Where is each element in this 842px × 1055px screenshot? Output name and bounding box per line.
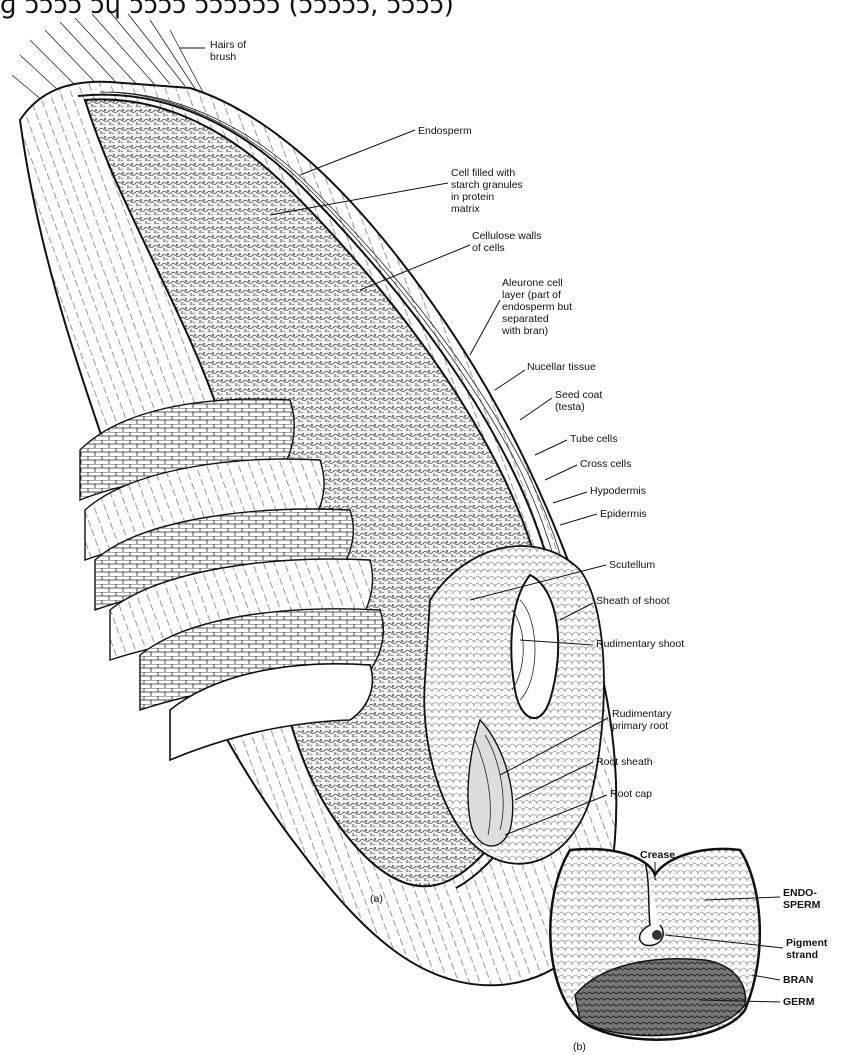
label-endo: ENDO-SPERM <box>783 887 821 911</box>
label-line: Rudimentary shoot <box>596 638 684 650</box>
label-line: brush <box>210 51 236 63</box>
label-line: Epidermis <box>600 508 647 520</box>
label-line: BRAN <box>783 974 813 986</box>
label-line: Nucellar tissue <box>527 361 596 373</box>
label-line: separated <box>502 313 549 325</box>
label-line: with bran) <box>501 325 548 337</box>
label-line: Sheath of shoot <box>596 595 670 607</box>
label-nucellar: Nucellar tissue <box>527 361 596 373</box>
label-bran: BRAN <box>783 974 813 986</box>
label-line: of cells <box>472 242 505 254</box>
label-line: starch granules <box>451 179 523 191</box>
label-endosperm: Endosperm <box>418 125 472 137</box>
label-line: Aleurone cell <box>502 277 563 289</box>
label-line: Rudimentary <box>612 708 672 720</box>
label-sheath-shoot: Sheath of shoot <box>596 595 670 607</box>
label-line: GERM <box>783 996 815 1008</box>
label-line: Endosperm <box>418 125 472 137</box>
label-root-cap: Root cap <box>610 788 652 800</box>
label-line: strand <box>786 949 818 961</box>
label-line: Root cap <box>610 788 652 800</box>
panel-label-a: (a) <box>370 893 383 905</box>
label-line: endosperm but <box>502 301 572 313</box>
label-line: Pigment <box>786 937 828 949</box>
germ-embryo <box>424 546 604 864</box>
label-line: (testa) <box>555 401 585 413</box>
label-line: SPERM <box>783 899 821 911</box>
label-root-sheath: Root sheath <box>596 756 653 768</box>
label-germ: GERM <box>783 996 815 1008</box>
label-line: layer (part of <box>502 289 561 301</box>
label-crease: Crease <box>640 849 675 861</box>
label-line: matrix <box>451 203 480 215</box>
label-cross-cells: Cross cells <box>580 458 631 470</box>
label-line: Cell filled with <box>451 167 515 179</box>
label-line: Scutellum <box>609 559 655 571</box>
panel-label-b: (b) <box>573 1041 586 1053</box>
label-scutellum: Scutellum <box>609 559 655 571</box>
label-line: in protein <box>451 191 494 203</box>
scutellum-region <box>424 546 604 864</box>
label-line: Crease <box>640 849 675 861</box>
kernel-longitudinal-section <box>12 12 616 985</box>
label-line: Hairs of <box>210 39 246 51</box>
label-hypodermis: Hypodermis <box>590 485 646 497</box>
pigment-strand-dot <box>652 930 662 940</box>
label-line: Root sheath <box>596 756 653 768</box>
label-line: Hypodermis <box>590 485 646 497</box>
label-epidermis: Epidermis <box>600 508 647 520</box>
label-rud-shoot: Rudimentary shoot <box>596 638 684 650</box>
label-line: Tube cells <box>570 433 617 445</box>
label-tube-cells: Tube cells <box>570 433 617 445</box>
label-seed-coat: Seed coat(testa) <box>555 389 602 413</box>
label-line: Cellulose walls <box>472 230 541 242</box>
label-line: Cross cells <box>580 458 631 470</box>
label-line: ENDO- <box>783 887 817 899</box>
label-line: Seed coat <box>555 389 602 401</box>
label-line: primary root <box>612 720 668 732</box>
